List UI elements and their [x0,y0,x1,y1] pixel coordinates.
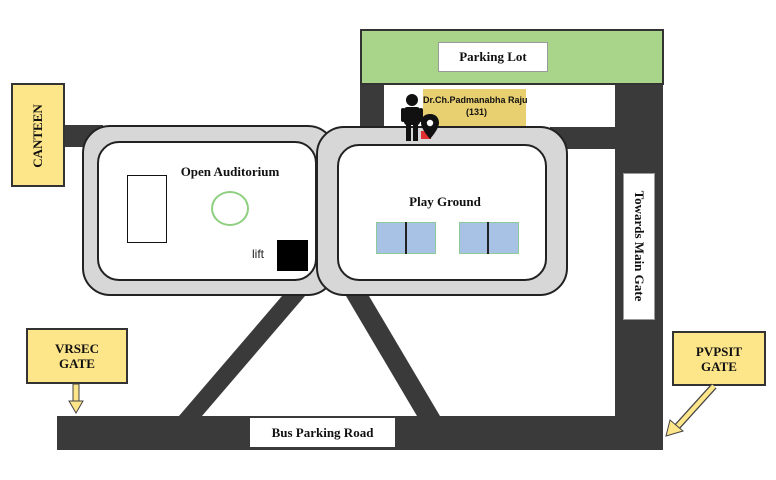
diagonal-road-right [346,296,440,416]
vrsec-gate-line1: VRSEC [54,341,100,356]
bus-parking-road-label: Bus Parking Road [250,418,395,447]
open-auditorium-label: Open Auditorium [180,164,280,179]
auditorium-ring [211,191,249,226]
vrsec-arrow-down-icon [68,383,84,414]
pvpsit-arrow-icon [665,383,717,437]
canteen-box [11,83,65,187]
road-top-right [550,127,620,149]
faculty-name: Dr.Ch.Padmanabha Raju [423,95,528,105]
road-parking-left [360,85,384,129]
pvpsit-gate-line2: GATE [701,358,737,374]
court-right [459,222,519,254]
play-ground-inner [337,144,547,281]
faculty-marker-highlight [423,89,526,127]
court-right-divider [487,222,489,254]
faculty-room: (131) [466,107,488,117]
lift-label: lift [252,247,264,261]
parking-lot-label: Parking Lot [438,42,548,72]
vrsec-gate-line2: GATE [59,356,95,371]
lift-block [277,240,308,271]
vrsec-gate: VRSEC GATE [26,328,128,384]
towards-main-gate-box [623,173,655,320]
play-ground-label: Play Ground [409,194,481,209]
court-left-divider [405,222,407,254]
parking-lot-area [360,29,664,85]
pvpsit-gate: PVPSIT GATE [672,331,766,386]
stage-rectangle [127,175,167,243]
diagonal-road-left [179,296,305,416]
pvpsit-gate-line1: PVPSIT [695,343,743,359]
